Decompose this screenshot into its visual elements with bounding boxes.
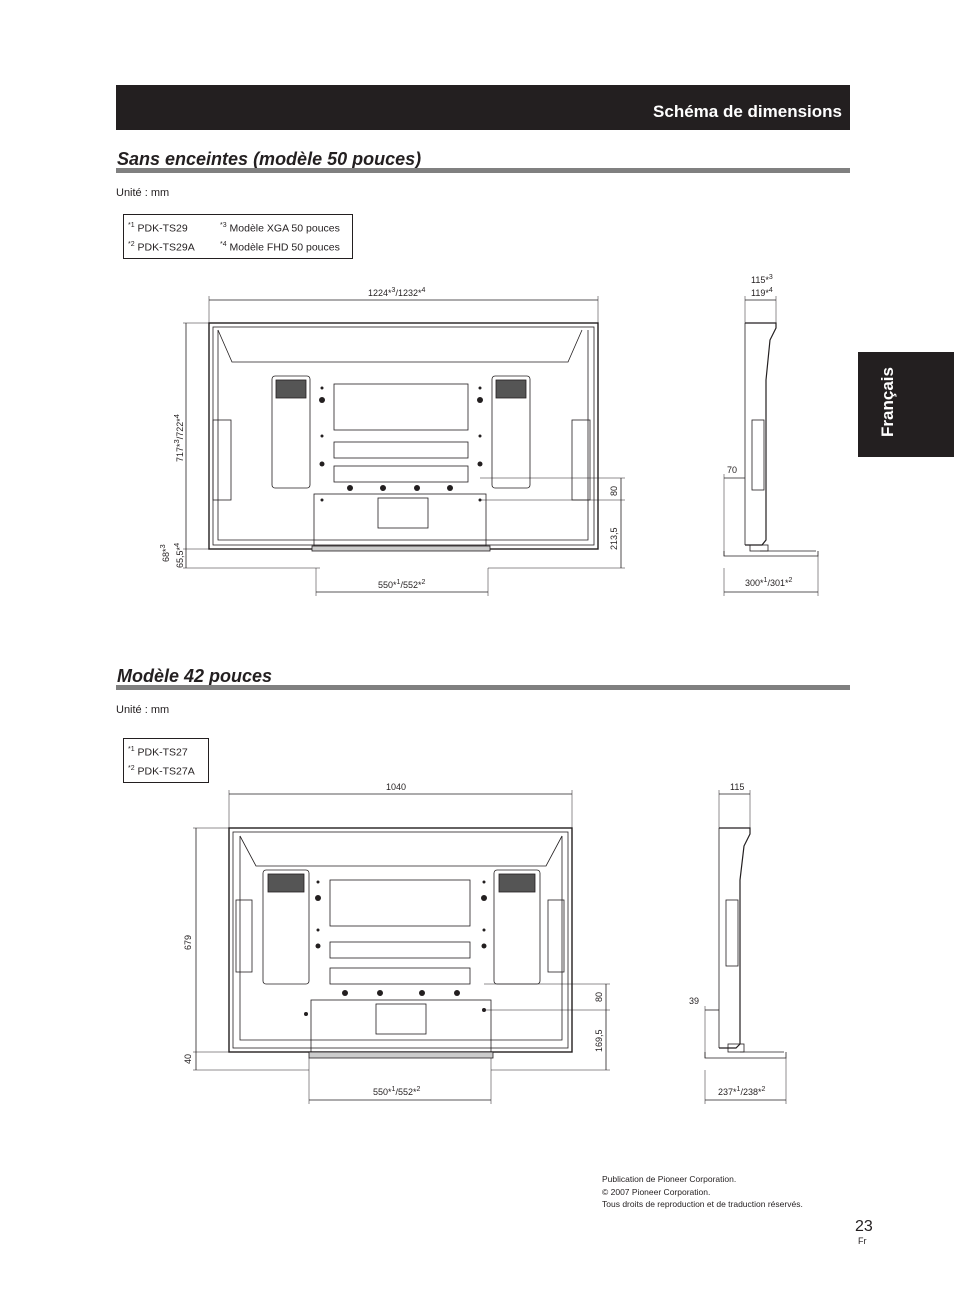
page-number: 23	[855, 1218, 873, 1235]
tv-50-rear-view	[208, 322, 599, 552]
dim-50-height: 717*3/722*4	[172, 414, 185, 462]
legend-mark: *2	[128, 240, 135, 248]
dim-50-depth-a: 115*3	[751, 274, 773, 285]
section-50-title: Sans enceintes (modèle 50 pouces)	[117, 149, 422, 169]
dim-42-80: 80	[594, 991, 604, 1002]
legend-model-3: Modèle XGA 50 pouces	[229, 222, 340, 235]
footer-line-1: Publication de Pioneer Corporation.	[602, 1174, 737, 1184]
legend-model-4: Modèle FHD 50 pouces	[229, 241, 340, 253]
legend-mark: *3	[220, 222, 227, 229]
tv-50-side-view	[723, 322, 819, 557]
dim-42-side-39: 39	[689, 996, 700, 1006]
language-tab: Français	[858, 352, 954, 457]
dim-42-side-base: 237*1/238*2	[718, 1086, 766, 1097]
dim-42-bottom: 40	[183, 1053, 193, 1064]
section-42-rule	[116, 685, 850, 690]
legend-mark: *1	[128, 746, 135, 753]
section-50-legend: *1 PDK-TS29 *3 Modèle XGA 50 pouces *2 P…	[123, 214, 353, 259]
legend-mark: *1	[128, 222, 135, 229]
legend-model-2: PDK-TS27A	[137, 765, 195, 777]
dim-50-width: 1224*3/1232*4	[368, 287, 426, 298]
legend-mark: *2	[128, 764, 135, 772]
dim-50-side-70: 70	[727, 465, 738, 475]
dim-50-bottom-a: 68*3	[158, 544, 171, 562]
dim-50-depth-b: 119*4	[751, 287, 773, 298]
section-42-unit: Unité : mm	[116, 704, 170, 716]
dim-42-depth: 115	[730, 782, 745, 792]
dim-50-213: 213,5	[609, 527, 619, 550]
dim-42-base-width: 550*1/552*2	[373, 1086, 421, 1097]
footer-line-3: Tous droits de reproduction et de traduc…	[602, 1199, 803, 1209]
legend-model-1: PDK-TS29	[137, 222, 188, 235]
page-language-code: Fr	[858, 1236, 867, 1246]
header-banner: Schéma de dimensions	[116, 85, 850, 130]
section-42-title: Modèle 42 pouces	[117, 666, 273, 686]
legend-model-1: PDK-TS27	[137, 746, 188, 759]
legend-model-2: PDK-TS29A	[137, 241, 195, 253]
tv-42-rear-view	[228, 827, 573, 1059]
tv-42-side-view	[704, 827, 787, 1059]
dim-50-base-width: 550*1/552*2	[378, 579, 426, 590]
section-50-rule	[116, 168, 850, 173]
dim-50-side-base: 300*1/301*2	[745, 577, 793, 588]
dim-50-bottom-b: 65,5*4	[172, 542, 185, 568]
section-50-unit: Unité : mm	[116, 187, 170, 199]
dim-42-width: 1040	[386, 782, 407, 792]
publisher-notice: Publication de Pioneer Corporation. © 20…	[602, 1173, 803, 1211]
dim-42-169: 169,5	[594, 1029, 604, 1052]
page-title: Schéma de dimensions	[653, 102, 842, 121]
footer-line-2: © 2007 Pioneer Corporation.	[602, 1186, 711, 1197]
dim-50-80: 80	[609, 485, 619, 496]
section-42-legend: *1 PDK-TS27 *2 PDK-TS27A	[123, 738, 209, 783]
dim-42-height: 679	[183, 934, 193, 950]
legend-mark: *4	[220, 240, 227, 248]
